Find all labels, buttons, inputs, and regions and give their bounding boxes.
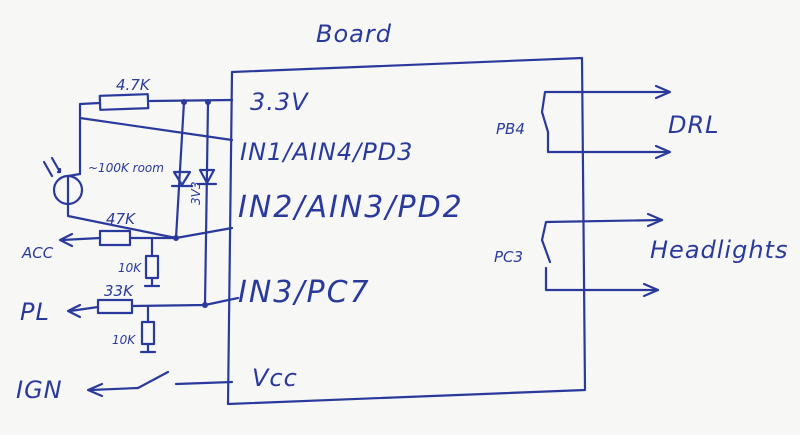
- in2-wire: [128, 226, 234, 240]
- photoresistor-label: ~100K room: [88, 161, 164, 175]
- acc-arrow-icon: [58, 232, 74, 248]
- light-arrow-2-icon: [42, 160, 54, 178]
- zener-value: 3V3: [189, 182, 203, 205]
- resistor-acc-down-value: 10K: [118, 261, 142, 275]
- drl-arrow-upper-icon: [654, 84, 672, 100]
- drl-label: DRL: [668, 111, 720, 139]
- pin-3v3-label: 3.3V: [250, 88, 309, 116]
- resistor-acc-value: 47K: [106, 210, 136, 228]
- zener-diode-1-icon: [172, 170, 192, 187]
- light-arrow-1-icon: [50, 156, 62, 174]
- resistor-pl-down: [140, 320, 156, 346]
- pl-label: PL: [20, 298, 50, 326]
- pin-in3-label: IN3/PC7: [238, 275, 371, 310]
- rail-vertical-2: [203, 100, 210, 307]
- resistor-top: [98, 93, 150, 111]
- pin-vcc-label: Vcc: [252, 364, 298, 392]
- pin-pc3-label: PC3: [494, 248, 523, 266]
- ign-arrow-icon: [86, 382, 104, 398]
- zener-diode-2-icon: [198, 168, 216, 185]
- rail-3v3-wire: [148, 98, 234, 103]
- pin-in1-label: IN1/AIN4/PD3: [240, 138, 413, 166]
- resistor-acc: [98, 229, 132, 247]
- headlights-arrow-lower-icon: [642, 282, 660, 298]
- pl-wire: [68, 305, 100, 313]
- resistor-top-left-wire: [78, 101, 102, 176]
- drl-contact-upper: [540, 90, 670, 134]
- in1-wire: [78, 116, 234, 142]
- ign-label: IGN: [16, 376, 63, 404]
- headlights-contact-upper: [540, 218, 664, 264]
- photoresistor-bottom-wire: [66, 202, 178, 240]
- diagram-title: Board: [316, 20, 392, 48]
- acc-label: ACC: [21, 244, 54, 262]
- resistor-pl: [96, 298, 134, 315]
- photoresistor-top-wire: [66, 172, 82, 178]
- pl-arrow-icon: [66, 303, 82, 319]
- resistor-top-value: 4.7K: [116, 76, 151, 94]
- ign-switch-icon: [136, 370, 170, 390]
- drl-arrow-lower-icon: [654, 144, 672, 160]
- acc-ground-icon: [143, 276, 161, 288]
- drl-contact-lower: [546, 130, 670, 154]
- resistor-pl-value: 33K: [104, 282, 134, 300]
- resistor-pl-down-value: 10K: [112, 333, 136, 347]
- pl-ground-icon: [139, 342, 157, 354]
- board-outline: [226, 56, 587, 406]
- acc-wire: [60, 236, 102, 242]
- in3-wire: [130, 296, 240, 308]
- junction-dot-1: [181, 99, 187, 105]
- junction-dot-2: [205, 99, 211, 105]
- headlights-label: Headlights: [650, 236, 788, 264]
- resistor-acc-down: [144, 254, 160, 280]
- rail-vertical-1: [174, 100, 186, 240]
- headlights-arrow-upper-icon: [646, 212, 664, 228]
- ign-wire: [88, 386, 140, 392]
- pin-pb4-label: PB4: [496, 120, 525, 138]
- headlights-contact-lower: [544, 266, 660, 292]
- pin-in2-label: IN2/AIN3/PD2: [238, 190, 464, 225]
- vcc-wire: [174, 380, 234, 386]
